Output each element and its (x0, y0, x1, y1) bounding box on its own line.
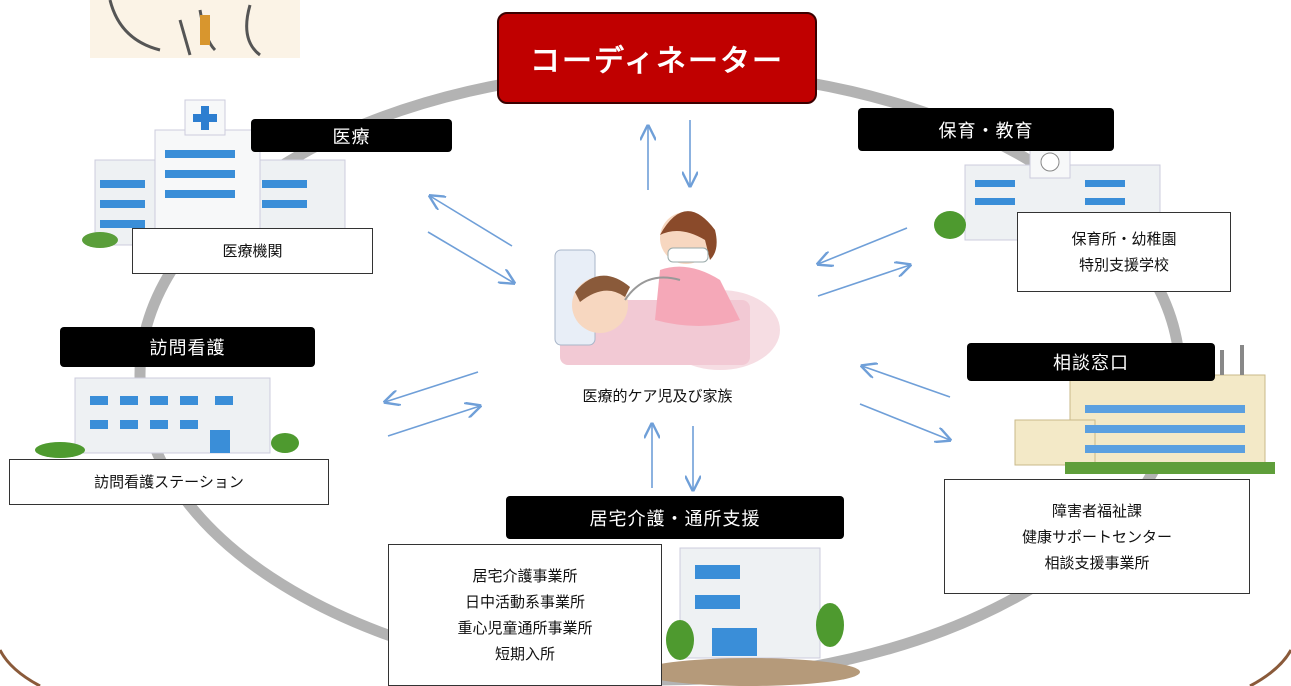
homecare-header-label: 居宅介護・通所支援 (589, 508, 761, 530)
consult-header-label: 相談窓口 (1053, 353, 1129, 374)
homecare-item: 重心児童通所事業所 (457, 619, 593, 637)
consult-item: 健康サポートセンター (1021, 527, 1172, 546)
coordinator-label: コーディネーター (530, 44, 784, 79)
medical-box: 医療機関 (132, 228, 373, 274)
medical-header-label: 医療 (332, 126, 371, 148)
arrow-center-to-childcare (817, 265, 910, 297)
visiting-header: 訪問看護 (60, 327, 315, 367)
center-label-text: 医療的ケア児及び家族 (582, 387, 733, 405)
consult-item: 障害者福祉課 (1051, 501, 1142, 520)
arrow-center-to-visiting (385, 371, 479, 402)
frame-curve-right (1249, 649, 1291, 686)
arrow-center-to-consult (859, 403, 950, 440)
medical-item: 医療機関 (222, 242, 283, 260)
office-building-icon (1014, 345, 1275, 474)
homecare-item: 日中活動系事業所 (464, 593, 585, 611)
consult-item: 相談支援事業所 (1044, 553, 1150, 572)
homecare-item: 居宅介護事業所 (472, 567, 578, 585)
homecare-item: 短期入所 (494, 645, 555, 663)
homecare-box: 居宅介護事業所 日中活動系事業所 重心児童通所事業所 短期入所 (388, 544, 662, 686)
center-label: 医療的ケア児及び家族 (545, 385, 770, 406)
coordinator-box: コーディネーター (497, 12, 817, 104)
clinic-building-icon (35, 377, 299, 458)
arrow-medical-to-center (427, 231, 514, 283)
hand-doodle-icon (90, 0, 300, 58)
arrow-consult-to-center (862, 366, 951, 398)
arrow-center-to-medical (430, 196, 513, 247)
care-facility-icon (640, 547, 860, 686)
arrow-childcare-to-center (818, 227, 908, 264)
visiting-box: 訪問看護ステーション (9, 459, 329, 505)
childcare-header: 保育・教育 (858, 108, 1114, 151)
childcare-item: 保育所・幼稚園 (1071, 230, 1177, 248)
visiting-item: 訪問看護ステーション (94, 473, 244, 491)
consult-box: 障害者福祉課 健康サポートセンター 相談支援事業所 (944, 479, 1250, 594)
frame-curve-left (0, 649, 41, 686)
visiting-header-label: 訪問看護 (149, 338, 226, 359)
childcare-header-label: 保育・教育 (938, 120, 1034, 142)
arrow-visiting-to-center (387, 406, 480, 437)
nurse-caring-child-illustration (554, 200, 780, 370)
medical-header: 医療 (251, 119, 452, 152)
homecare-header: 居宅介護・通所支援 (506, 496, 844, 539)
childcare-item: 特別支援学校 (1078, 256, 1169, 274)
consult-header: 相談窓口 (967, 343, 1215, 381)
childcare-box: 保育所・幼稚園 特別支援学校 (1017, 212, 1231, 292)
